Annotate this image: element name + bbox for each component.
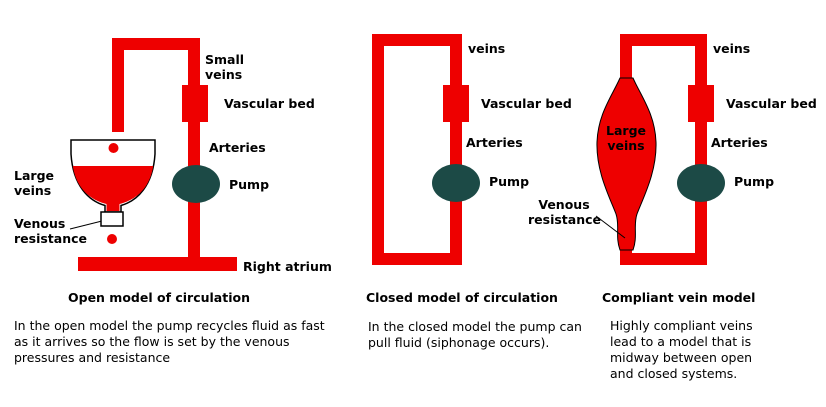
open-model-title: Open model of circulation bbox=[68, 290, 250, 305]
closed-vascular-bed-label: Vascular bed bbox=[481, 96, 572, 111]
compliant-pump-shape bbox=[677, 164, 725, 202]
open-right-artery-pipe bbox=[188, 38, 200, 259]
open-left-vein-pipe bbox=[112, 38, 124, 132]
open-model-caption: In the open model the pump recycles flui… bbox=[14, 318, 325, 365]
closed-veins-label: veins bbox=[468, 41, 506, 56]
compliant-veins-label: veins bbox=[713, 41, 751, 56]
closed-bottom-pipe bbox=[372, 253, 462, 265]
closed-model-title: Closed model of circulation bbox=[366, 290, 558, 305]
compliant-pump-label: Pump bbox=[734, 174, 775, 189]
open-vascular-bed-label: Vascular bed bbox=[224, 96, 315, 111]
open-funnel-fluid bbox=[72, 166, 154, 211]
compliant-right-artery-pipe bbox=[695, 34, 707, 265]
open-vascular-bed-shape bbox=[182, 85, 208, 122]
open-top-pipe bbox=[112, 38, 200, 50]
fluid-drop-icon bbox=[107, 234, 117, 244]
closed-model-caption: In the closed model the pump can pull fl… bbox=[368, 319, 582, 350]
open-pump-label: Pump bbox=[229, 177, 270, 192]
compliant-arteries-label: Arteries bbox=[711, 135, 768, 150]
compliant-vascular-bed-shape bbox=[688, 85, 714, 122]
compliant-model-title: Compliant vein model bbox=[602, 290, 756, 305]
closed-left-vein-pipe bbox=[372, 34, 384, 265]
compliant-large-veins-label: Large veins bbox=[606, 123, 646, 153]
compliant-bottom-pipe bbox=[620, 253, 707, 265]
open-arteries-label: Arteries bbox=[209, 140, 266, 155]
compliant-venous-resistance-label: Venous resistance bbox=[528, 197, 602, 227]
closed-vascular-bed-shape bbox=[443, 85, 469, 122]
closed-top-pipe bbox=[372, 34, 462, 46]
closed-right-artery-pipe bbox=[450, 34, 462, 265]
closed-arteries-label: Arteries bbox=[466, 135, 523, 150]
open-pump-shape bbox=[172, 165, 220, 203]
closed-pump-label: Pump bbox=[489, 174, 530, 189]
open-small-veins-label: Small veins bbox=[205, 52, 245, 82]
fluid-drop-icon bbox=[108, 143, 119, 153]
open-right-atrium-label: Right atrium bbox=[243, 259, 332, 274]
compliant-model-caption: Highly compliant veins lead to a model t… bbox=[610, 318, 753, 381]
open-venous-resistance-valve bbox=[100, 211, 124, 227]
open-right-atrium-bar bbox=[78, 257, 237, 271]
open-funnel-shape bbox=[70, 139, 156, 213]
closed-pump-shape bbox=[432, 164, 480, 202]
compliant-vascular-bed-label: Vascular bed bbox=[726, 96, 817, 111]
open-venous-resistance-label: Venous resistance bbox=[14, 216, 88, 246]
open-large-veins-label: Large veins bbox=[14, 168, 54, 198]
compliant-top-pipe bbox=[620, 34, 707, 46]
